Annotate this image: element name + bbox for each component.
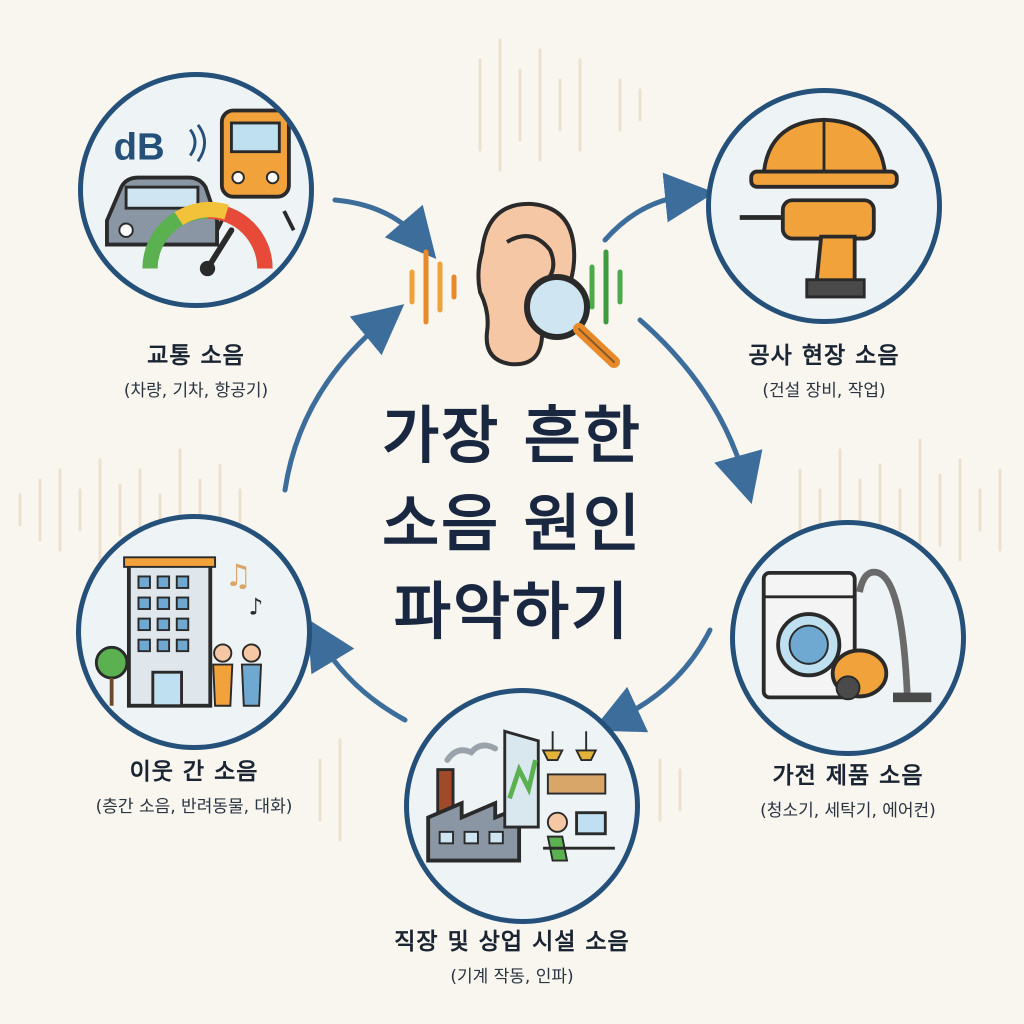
neighbor-noise-circle: ♫ ♪ (76, 514, 312, 750)
traffic-noise-label: 교통 소음 (차량, 기차, 항공기) (36, 336, 356, 401)
category-sub: (층간 소음, 반려동물, 대화) (95, 797, 293, 817)
arrow-workplace-to-neighbor (307, 618, 408, 723)
ear-magnifier-icon (409, 201, 623, 368)
db-label: dB (114, 125, 165, 168)
arrow-ear-to-construction (602, 172, 715, 243)
neighbor-icon: ♫ ♪ (94, 556, 264, 708)
traffic-noise-circle: dB (78, 72, 314, 308)
category-sub: (청소기, 세탁기, 에어컨) (760, 801, 936, 821)
appliance-noise-circle (730, 520, 966, 756)
category-name: 공사 현장 소음 (748, 343, 900, 369)
title-line-2: 소음 원인 (382, 487, 642, 560)
arrow-appliance-to-workplace (592, 627, 713, 733)
arrow-neighbor-to-ear (282, 304, 405, 493)
appliance-icon (761, 568, 932, 703)
construction-noise-label: 공사 현장 소음 (건설 장비, 작업) (664, 336, 984, 401)
workplace-noise-label: 직장 및 상업 시설 소음 (기계 작동, 인파) (352, 922, 672, 987)
page-title: 가장 흔한 소음 원인 파악하기 (330, 392, 694, 656)
category-sub: (차량, 기차, 항공기) (123, 381, 269, 401)
neighbor-noise-label: 이웃 간 소음 (층간 소음, 반려동물, 대화) (34, 752, 354, 817)
workplace-noise-circle (404, 688, 640, 924)
title-line-3: 파악하기 (393, 575, 631, 648)
traffic-icon: dB (105, 108, 296, 277)
category-name: 이웃 간 소음 (129, 759, 259, 785)
category-name: 가전 제품 소음 (772, 763, 924, 789)
arrow-ear-to-appliance (637, 317, 763, 505)
appliance-noise-label: 가전 제품 소음 (청소기, 세탁기, 에어컨) (688, 756, 1008, 821)
category-name: 직장 및 상업 시설 소음 (394, 929, 630, 955)
factory-office-icon (426, 729, 615, 863)
category-sub: (건설 장비, 작업) (762, 381, 886, 401)
svg-text:♪: ♪ (249, 595, 264, 621)
category-sub: (기계 작동, 인파) (450, 967, 574, 987)
construction-noise-circle (706, 88, 942, 324)
title-line-1: 가장 흔한 (382, 399, 642, 472)
category-name: 교통 소음 (147, 343, 245, 369)
construction-icon (739, 117, 899, 299)
svg-text:♫: ♫ (225, 559, 252, 594)
arrow-traffic-to-ear (332, 197, 437, 259)
